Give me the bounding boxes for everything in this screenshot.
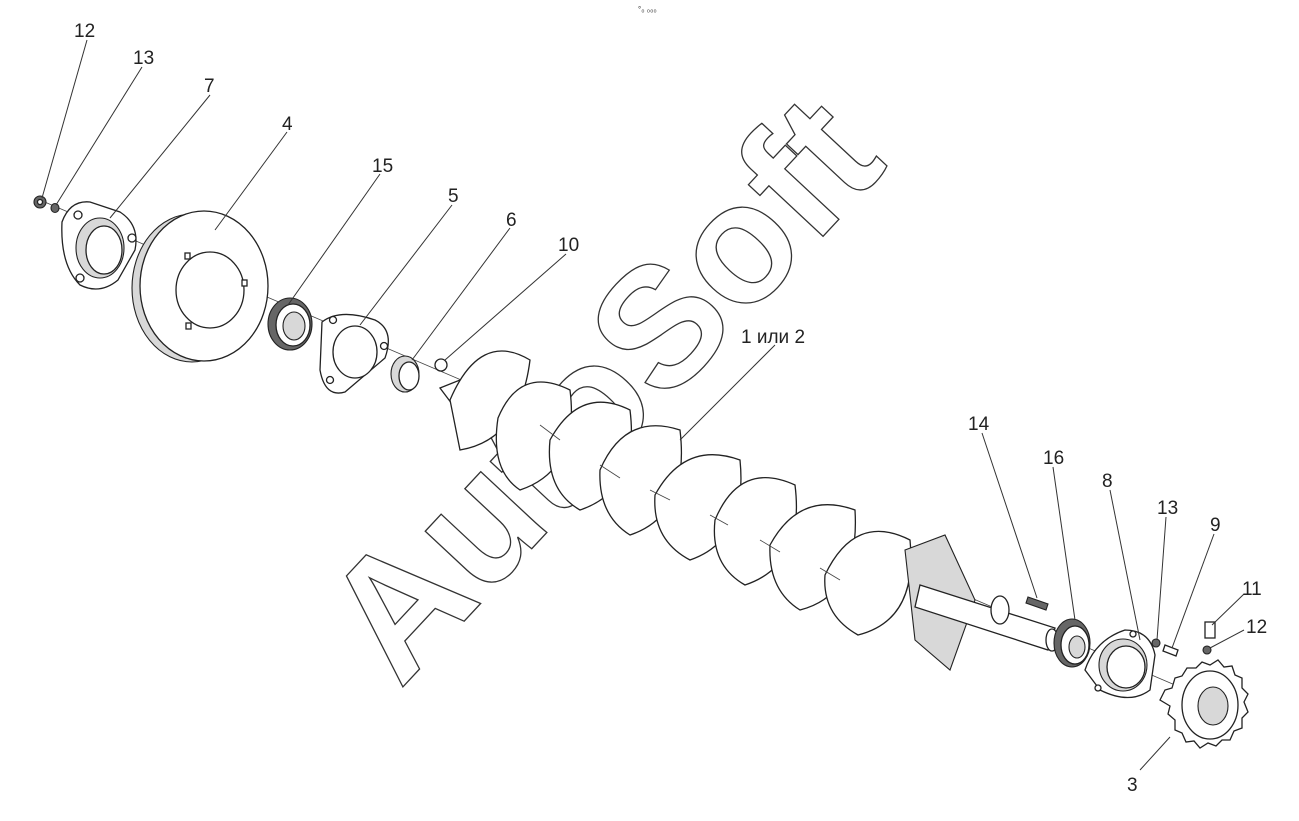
ring-6 <box>390 355 420 393</box>
flange-5 <box>319 313 389 394</box>
bearing-15 <box>267 297 313 351</box>
nut-12-left <box>33 195 47 209</box>
label-7: 7 <box>204 76 215 97</box>
label-3: 3 <box>1127 775 1138 796</box>
top-mark: °₀ ₀₀₀ <box>638 5 657 14</box>
flange-8 <box>1084 629 1156 699</box>
label-6: 6 <box>506 210 517 231</box>
label-12-left: 12 <box>74 21 95 42</box>
leader-lines <box>41 39 1245 771</box>
label-14: 14 <box>968 414 990 435</box>
label-1-or-2: 1 или 2 <box>741 327 805 348</box>
nut-12-right <box>1202 645 1212 655</box>
washer-13-right <box>1151 638 1161 648</box>
label-10: 10 <box>558 235 579 256</box>
label-15: 15 <box>372 156 393 177</box>
sprocket-3 <box>1159 659 1249 749</box>
label-13-left: 13 <box>133 48 154 69</box>
label-4: 4 <box>282 114 293 135</box>
label-5: 5 <box>448 186 459 207</box>
label-9: 9 <box>1210 515 1221 536</box>
ball-10 <box>434 358 448 372</box>
label-13-right: 13 <box>1157 498 1178 519</box>
disc-4 <box>131 210 269 363</box>
label-12-right: 12 <box>1246 617 1267 638</box>
flange-housing-7 <box>61 201 137 290</box>
label-16: 16 <box>1043 448 1064 469</box>
key-14 <box>1025 596 1049 611</box>
auger-1-or-2 <box>438 350 1059 671</box>
bearing-16 <box>1053 618 1091 668</box>
label-11: 11 <box>1242 579 1262 600</box>
bolt-11 <box>1204 621 1216 639</box>
label-8: 8 <box>1102 471 1113 492</box>
bolt-9 <box>1162 644 1179 657</box>
washer-13-left <box>50 202 60 214</box>
